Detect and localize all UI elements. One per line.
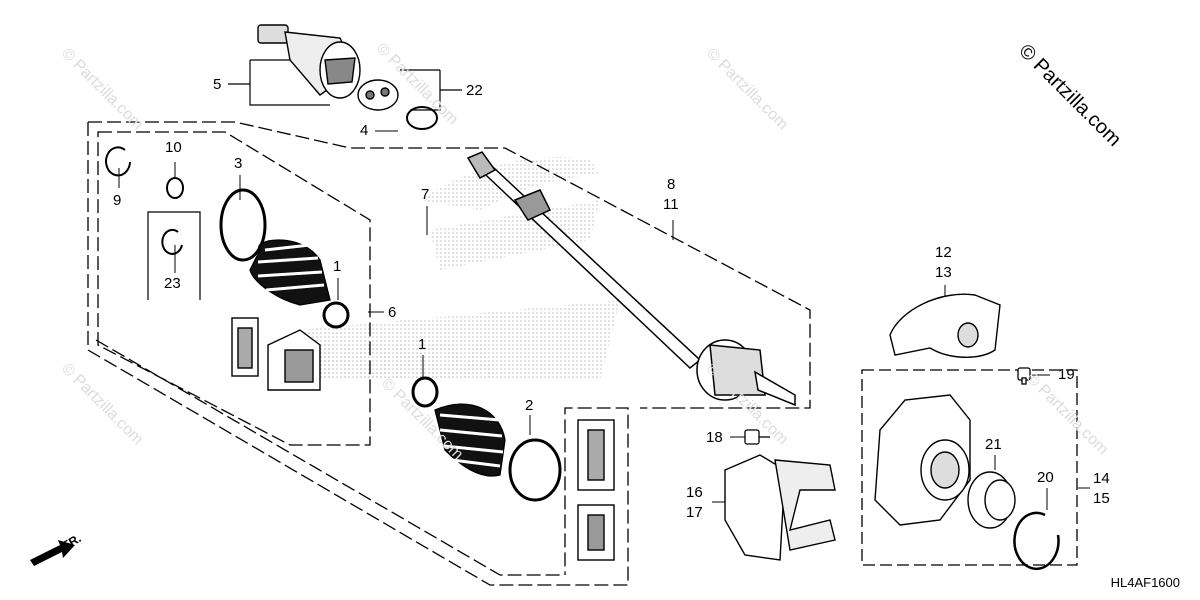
callout-14: 14 xyxy=(1093,470,1110,487)
callout-9: 9 xyxy=(113,192,122,209)
callout-1: 1 xyxy=(333,258,342,275)
knuckle xyxy=(874,394,971,526)
mud-guard xyxy=(724,454,836,561)
circlip-9 xyxy=(105,146,131,177)
callout-18: 18 xyxy=(706,429,723,446)
callout-4: 4 xyxy=(360,122,369,139)
bolt-18 xyxy=(744,429,770,445)
callout-13: 13 xyxy=(935,264,952,281)
kit-bracket-23 xyxy=(147,211,201,300)
front-arrow-icon xyxy=(30,540,75,566)
boot-band-3 xyxy=(219,188,267,262)
drive-shaft xyxy=(466,151,796,407)
callout-3: 3 xyxy=(234,155,243,172)
honda-text-mark: HONDA xyxy=(320,336,496,389)
callout-12: 12 xyxy=(935,244,952,261)
callout-22: 22 xyxy=(466,82,483,99)
knuckle-guard xyxy=(889,293,1001,358)
grease-packets-outer xyxy=(577,419,615,561)
callout-7: 7 xyxy=(421,186,430,203)
callout-2: 2 xyxy=(525,397,534,414)
callout-6: 6 xyxy=(388,304,397,321)
bearing-21 xyxy=(967,471,1016,529)
inner-boot xyxy=(249,239,331,306)
bearing-cage-22 xyxy=(357,79,399,111)
honda-wing-logo: HONDA xyxy=(300,156,620,389)
drawing-code: HL4AF1600 xyxy=(1110,575,1180,590)
callout-5: 5 xyxy=(213,76,222,93)
callout-16: 16 xyxy=(686,484,703,501)
callout-11: 11 xyxy=(663,196,679,213)
callout-10: 10 xyxy=(165,139,182,156)
callout-1: 1 xyxy=(418,336,427,353)
grease-packets-inner xyxy=(231,317,321,391)
callout-8: 8 xyxy=(667,176,676,193)
knuckle-group-box xyxy=(861,369,1078,566)
callout-15: 15 xyxy=(1093,490,1110,507)
callout-17: 17 xyxy=(686,504,703,521)
outer-boot xyxy=(434,403,506,477)
boot-band-2 xyxy=(508,438,562,502)
callout-21: 21 xyxy=(985,436,1002,453)
callout-20: 20 xyxy=(1037,469,1054,486)
circlip-10 xyxy=(166,177,184,199)
assembly-outline xyxy=(87,121,811,586)
circlip-23 xyxy=(161,228,183,255)
boot-band-1b xyxy=(411,376,439,408)
snap-ring-4 xyxy=(406,106,438,130)
circlip-20 xyxy=(1013,511,1060,571)
callout-19: 19 xyxy=(1058,366,1075,383)
callout-23: 23 xyxy=(164,275,181,292)
boot-band-1a xyxy=(322,301,350,329)
inboard-joint xyxy=(257,24,361,99)
bolt-19 xyxy=(1017,367,1031,385)
